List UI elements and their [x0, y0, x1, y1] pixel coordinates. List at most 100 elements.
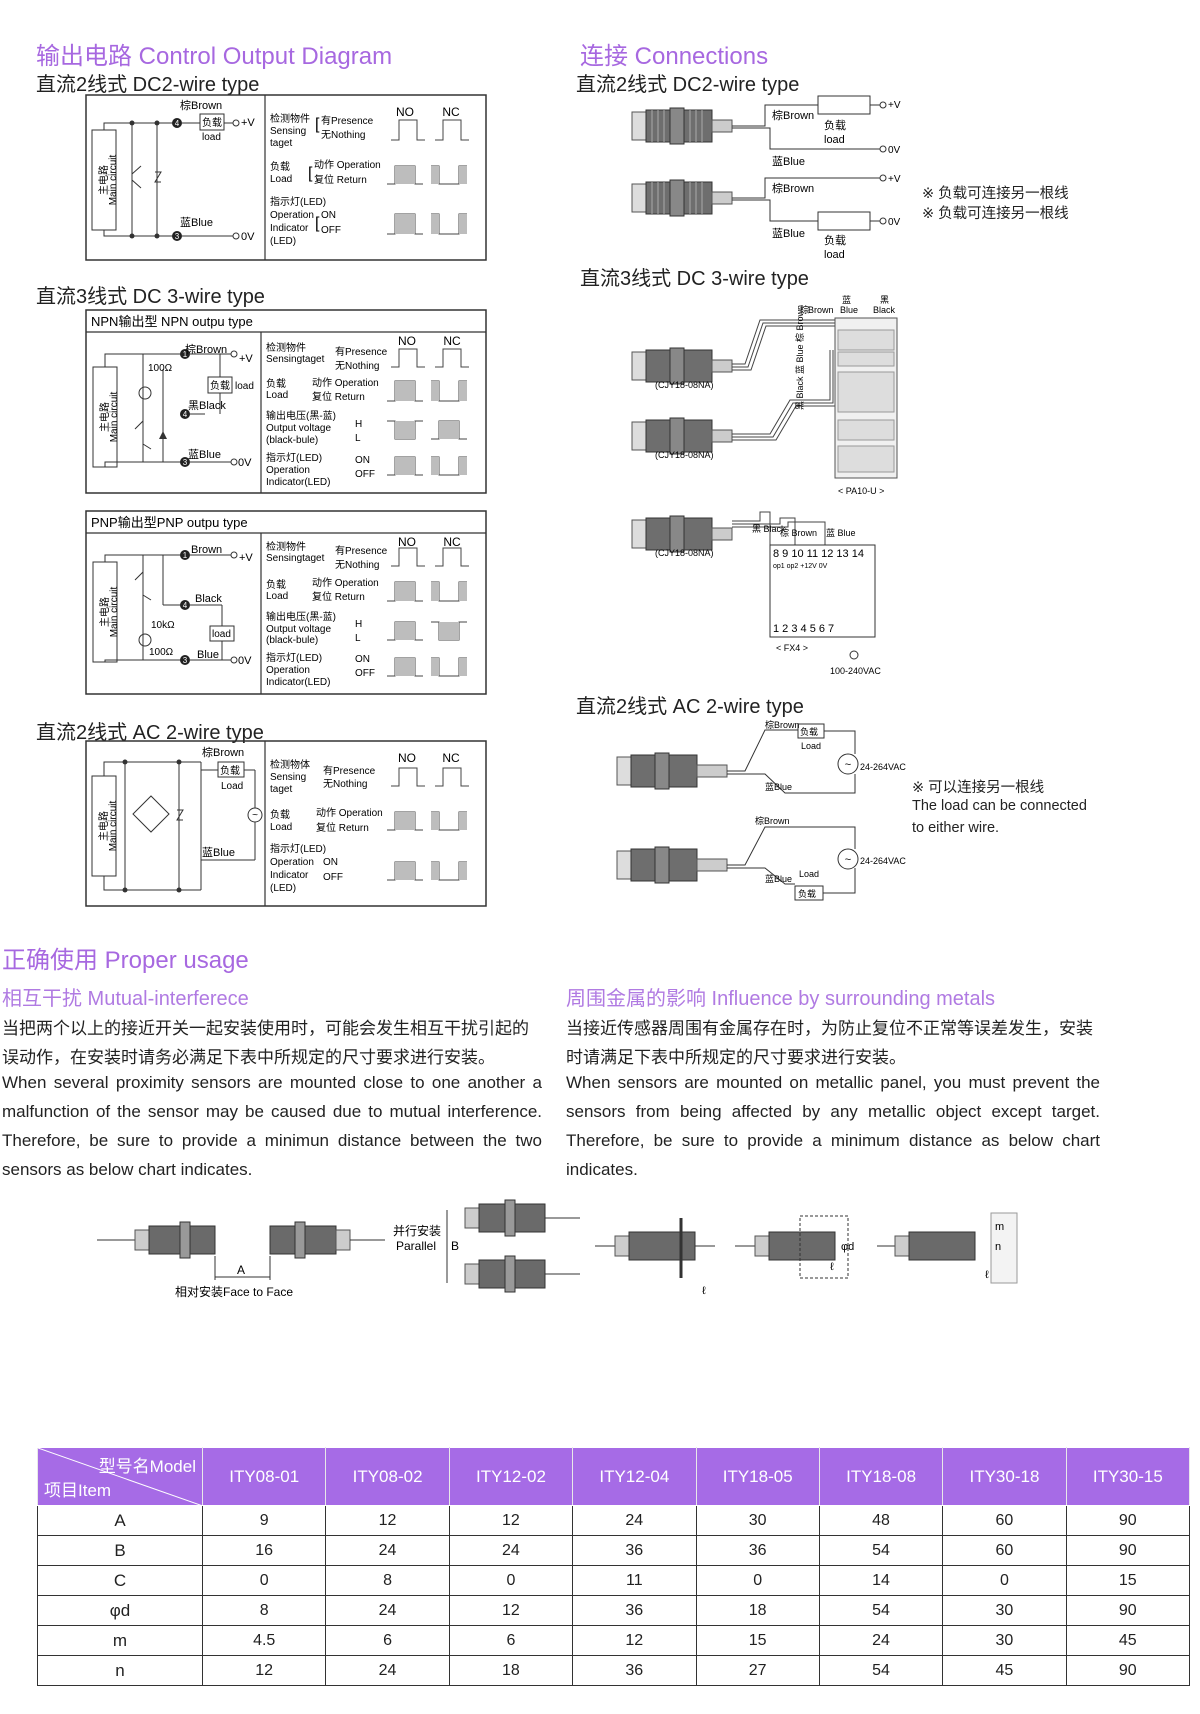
proper-usage-title: 正确使用 Proper usage: [2, 947, 249, 974]
table-cell: 90: [1065, 1505, 1191, 1536]
svg-text:NO: NO: [398, 751, 416, 765]
svg-text:H: H: [355, 419, 362, 430]
svg-text:Output voltage: Output voltage: [266, 624, 331, 635]
svg-text:蓝Blue: 蓝Blue: [772, 155, 805, 168]
dc3-connection-title: 直流3线式 DC 3-wire type: [580, 268, 809, 290]
svg-text:棕Brown: 棕Brown: [772, 181, 814, 195]
table-cell: 16: [201, 1535, 327, 1566]
svg-text:复位 Return: 复位 Return: [312, 390, 365, 403]
svg-text:10kΩ: 10kΩ: [151, 620, 175, 631]
svg-text:无Nothing: 无Nothing: [321, 130, 365, 141]
mutual-interference-text-en: When several proximity sensors are mount…: [2, 1073, 542, 1179]
svg-text:load: load: [202, 132, 221, 143]
svg-text:8 9 10 11 12 13 14: 8 9 10 11 12 13 14: [773, 548, 864, 560]
svg-text:(black-bule): (black-bule): [266, 435, 318, 446]
svg-text:负载: 负载: [210, 379, 230, 392]
svg-text:主电路: 主电路: [97, 811, 110, 841]
table-cell: 36: [572, 1655, 697, 1686]
svg-text:B: B: [451, 1239, 459, 1253]
model-header: ITY12-02: [448, 1447, 574, 1506]
svg-text:蓝Blue: 蓝Blue: [202, 846, 235, 859]
svg-text:输出电压(黑-蓝): 输出电压(黑-蓝): [266, 409, 336, 422]
dc2-frame: [85, 94, 487, 261]
svg-text:Black: Black: [195, 593, 222, 605]
model-header: ITY30-15: [1065, 1447, 1191, 1506]
svg-text:+V: +V: [239, 353, 253, 365]
svg-text:(LED): (LED): [270, 236, 296, 247]
svg-text:Parallel: Parallel: [396, 1239, 436, 1253]
model-header: ITY18-05: [695, 1447, 820, 1506]
svg-text:taget: taget: [270, 138, 292, 149]
svg-text:指示灯(LED): 指示灯(LED): [270, 195, 326, 208]
svg-text:检测物件: 检测物件: [270, 112, 310, 125]
svg-text:Load: Load: [270, 174, 292, 185]
table-cell: 0: [201, 1565, 327, 1596]
svg-text:Load: Load: [270, 822, 292, 833]
svg-text:3: 3: [183, 656, 188, 665]
metal-mount-2: φd ℓ: [735, 1215, 854, 1279]
svg-text:棕: 棕: [800, 304, 809, 315]
svg-text:+V: +V: [888, 100, 901, 111]
svg-text:n: n: [995, 1241, 1001, 1253]
model-header: ITY08-02: [325, 1447, 450, 1506]
model-header: ITY12-04: [572, 1447, 697, 1506]
svg-text:蓝Blue: 蓝Blue: [765, 781, 792, 792]
svg-text:1: 1: [183, 551, 188, 560]
svg-text:Operation: Operation: [270, 210, 314, 221]
table-cell: 30: [942, 1595, 1067, 1626]
dc2-connection-diagram: 棕Brown 蓝Blue 负载 load +V 0V 棕Brown 蓝Blue …: [631, 95, 901, 261]
table-cell: 8: [325, 1565, 450, 1596]
svg-text:NC: NC: [443, 334, 461, 348]
sensor-b: [631, 417, 733, 455]
sensor-c: [631, 515, 733, 553]
svg-text:指示灯(LED): 指示灯(LED): [270, 842, 326, 855]
table-cell: 54: [818, 1595, 944, 1626]
table-cell: 0: [695, 1565, 820, 1596]
table-cell: 24: [572, 1505, 697, 1536]
svg-text:(LED): (LED): [270, 883, 296, 894]
table-cell: 6: [448, 1625, 574, 1656]
svg-text:棕Brown: 棕Brown: [202, 745, 244, 759]
sensor-1: [631, 107, 733, 145]
surrounding-metals-title: 周围金属的影响 Influence by surrounding metals: [566, 988, 996, 1010]
svg-text:4: 4: [183, 601, 188, 610]
svg-text:黑 Black 蓝 Blue 棕 Brown: 黑 Black 蓝 Blue 棕 Brown: [794, 305, 805, 410]
face-sensor-left: [97, 1221, 216, 1259]
svg-text:OFF: OFF: [321, 225, 341, 236]
svg-text:ON: ON: [355, 455, 370, 466]
svg-text:ON: ON: [355, 654, 370, 665]
svg-text:Main circuit: Main circuit: [108, 801, 119, 852]
table-cell: 30: [942, 1625, 1067, 1656]
svg-text:24-264VAC: 24-264VAC: [860, 762, 906, 772]
table-cell: 12: [448, 1595, 574, 1626]
ac2-output-title: 直流2线式 AC 2-wire type: [36, 722, 264, 744]
svg-text:Main circuit: Main circuit: [109, 392, 120, 443]
svg-text:0V: 0V: [888, 145, 901, 156]
dc2-connection-title: 直流2线式 DC2-wire type: [576, 74, 800, 96]
table-cell: 36: [572, 1535, 697, 1566]
npn-header: NPN输出型 NPN outpu type: [91, 314, 253, 329]
svg-text:Indicator(LED): Indicator(LED): [266, 677, 330, 688]
svg-text:+V: +V: [241, 117, 255, 129]
svg-text:蓝Blue: 蓝Blue: [188, 448, 221, 461]
svg-text:有Presence: 有Presence: [335, 544, 388, 557]
table-cell: 24: [325, 1535, 450, 1566]
svg-text:ℓ: ℓ: [830, 1261, 834, 1273]
svg-text:Load: Load: [266, 390, 288, 401]
svg-text:OFF: OFF: [355, 668, 375, 679]
table-cell: 60: [942, 1535, 1067, 1566]
table-cell: 45: [1065, 1625, 1191, 1656]
table-cell: 90: [1065, 1655, 1191, 1686]
svg-text:0V: 0V: [888, 217, 901, 228]
svg-text:有Presence: 有Presence: [323, 764, 376, 777]
svg-text:+V: +V: [888, 174, 901, 185]
svg-text:0V: 0V: [238, 457, 252, 469]
table-row-label: C: [37, 1565, 203, 1596]
table-cell: 8: [201, 1595, 327, 1626]
mounting-diagram: A 相对安装Face to Face 并行安装 Parallel B ℓ φd …: [97, 1199, 1018, 1299]
output-diagram-title: 输出电路 Control Output Diagram: [36, 43, 393, 70]
table-row-label: φd: [37, 1595, 203, 1626]
